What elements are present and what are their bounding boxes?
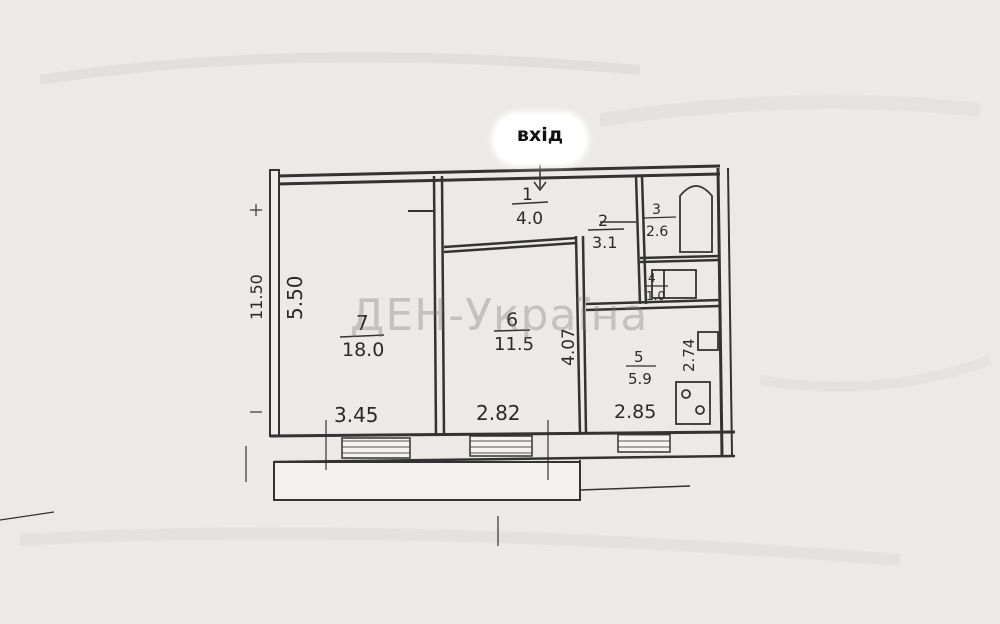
dim-room5-width: 2.85 bbox=[614, 401, 656, 423]
dim-outer-height: 11.50 bbox=[247, 274, 266, 320]
room-2-label: 2 3.1 bbox=[587, 211, 625, 252]
dim-room7-width: 3.45 bbox=[334, 403, 379, 427]
room-5-area: 5.9 bbox=[628, 370, 652, 388]
room-5-number: 5 bbox=[634, 348, 644, 366]
sink-fixture bbox=[697, 331, 719, 351]
room-7-label: 7 18.0 bbox=[339, 311, 384, 361]
exterior-walls bbox=[269, 164, 736, 501]
entrance-badge bbox=[494, 114, 586, 164]
room-4-label: 4 1.0 bbox=[644, 271, 668, 303]
watermark: ДЕН-Україна bbox=[350, 290, 649, 341]
dimension-ticks bbox=[0, 204, 549, 546]
interior-partitions bbox=[408, 175, 721, 437]
stove-fixture bbox=[675, 381, 711, 425]
entrance-arrow-icon bbox=[533, 162, 547, 192]
entrance-label: вхід bbox=[516, 124, 564, 146]
room-7-number: 7 bbox=[356, 311, 369, 335]
room-4-number: 4 bbox=[648, 271, 656, 285]
paper-texture bbox=[19, 52, 992, 566]
room-3-label: 3 2.6 bbox=[643, 202, 677, 240]
toilet-fixture bbox=[651, 269, 697, 299]
room-2-number: 2 bbox=[598, 211, 608, 230]
dim-room5-depth: 2.74 bbox=[680, 339, 698, 372]
bathtub-fixture bbox=[679, 185, 713, 253]
dim-room6-depth: 4.07 bbox=[559, 328, 579, 366]
room-1-number: 1 bbox=[522, 185, 533, 205]
room-2-area: 3.1 bbox=[592, 233, 617, 252]
room-3-area: 2.6 bbox=[646, 224, 668, 240]
room-5-label: 5 5.9 bbox=[626, 348, 656, 388]
dim-room7-depth: 5.50 bbox=[283, 275, 307, 320]
room-6-area: 11.5 bbox=[494, 334, 534, 355]
room-6-label: 6 11.5 bbox=[493, 309, 534, 355]
windows bbox=[341, 433, 671, 459]
room-4-area: 1.0 bbox=[646, 289, 665, 303]
room-1-area: 4.0 bbox=[516, 209, 543, 229]
dim-room6-width: 2.82 bbox=[476, 401, 521, 425]
room-7-area: 18.0 bbox=[342, 339, 384, 361]
room-1-label: 1 4.0 bbox=[511, 185, 549, 229]
room-6-number: 6 bbox=[506, 309, 518, 331]
room-3-number: 3 bbox=[652, 202, 661, 218]
dimension-labels: 3.45 2.82 2.85 5.50 4.07 2.74 11.50 bbox=[247, 274, 698, 427]
